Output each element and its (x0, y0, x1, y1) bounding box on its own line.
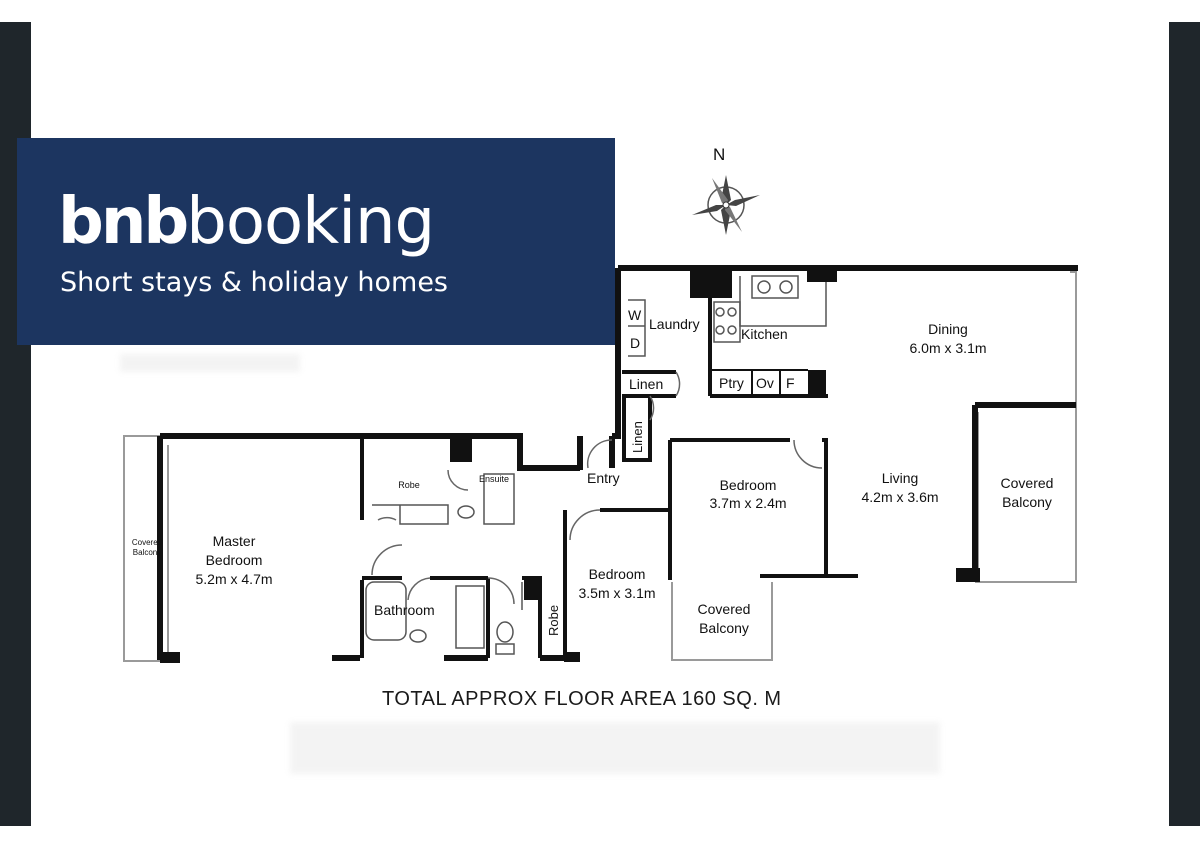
bedroom-2-name: Bedroom (720, 477, 777, 493)
structural-blocks (162, 268, 980, 662)
master-bedroom-size: 5.2m x 4.7m (195, 571, 272, 587)
balcony-mid-label-2: Balcony (699, 620, 749, 636)
brand-logo-part1: bnb (58, 185, 189, 259)
compass-north-label: N (713, 145, 725, 164)
bedroom-3-size: 3.5m x 3.1m (578, 585, 655, 601)
brand-logo: bnbbooking (58, 182, 435, 262)
master-bedroom-name-2: Bedroom (206, 552, 263, 568)
blurred-watermark (120, 354, 300, 372)
balcony-left-label-2: Balcony (133, 548, 161, 557)
fridge-label: F (786, 375, 795, 391)
dining-size: 6.0m x 3.1m (909, 340, 986, 356)
kitchen-label: Kitchen (741, 326, 788, 342)
door-swings (371, 371, 823, 605)
brand-logo-part2: booking (186, 185, 435, 259)
bathroom-label: Bathroom (374, 602, 435, 618)
entry-label: Entry (587, 470, 620, 486)
laundry-d-label: D (630, 335, 640, 351)
right-dark-border (1169, 22, 1200, 826)
kitchen-units (712, 369, 808, 396)
linen-label-2: Linen (630, 421, 645, 453)
total-floor-area: TOTAL APPROX FLOOR AREA 160 SQ. M (382, 688, 782, 710)
bedroom-2-size: 3.7m x 2.4m (709, 495, 786, 511)
fixtures (365, 275, 827, 655)
oven-label: Ov (756, 375, 774, 391)
balcony-left-label-1: Covered (132, 538, 162, 547)
balcony-right-label-1: Covered (1001, 475, 1054, 491)
compass-icon (692, 175, 760, 235)
linen-label-1: Linen (629, 376, 663, 392)
pantry-label: Ptry (719, 375, 744, 391)
laundry-label: Laundry (649, 316, 700, 332)
brand-tagline: Short stays & holiday homes (60, 267, 448, 298)
balcony-right-label-2: Balcony (1002, 494, 1052, 510)
master-robe-label: Robe (398, 480, 420, 490)
small-robe-label: Robe (546, 605, 561, 636)
living-name: Living (882, 470, 919, 486)
master-bedroom-name-1: Master (213, 533, 256, 549)
blurred-footer-text (290, 722, 940, 774)
bedroom-3-name: Bedroom (589, 566, 646, 582)
dining-name: Dining (928, 321, 968, 337)
laundry-w-label: W (628, 307, 642, 323)
living-size: 4.2m x 3.6m (861, 489, 938, 505)
balcony-mid-label-1: Covered (698, 601, 751, 617)
brand-banner (17, 138, 615, 345)
ensuite-label: Ensuite (479, 474, 509, 484)
